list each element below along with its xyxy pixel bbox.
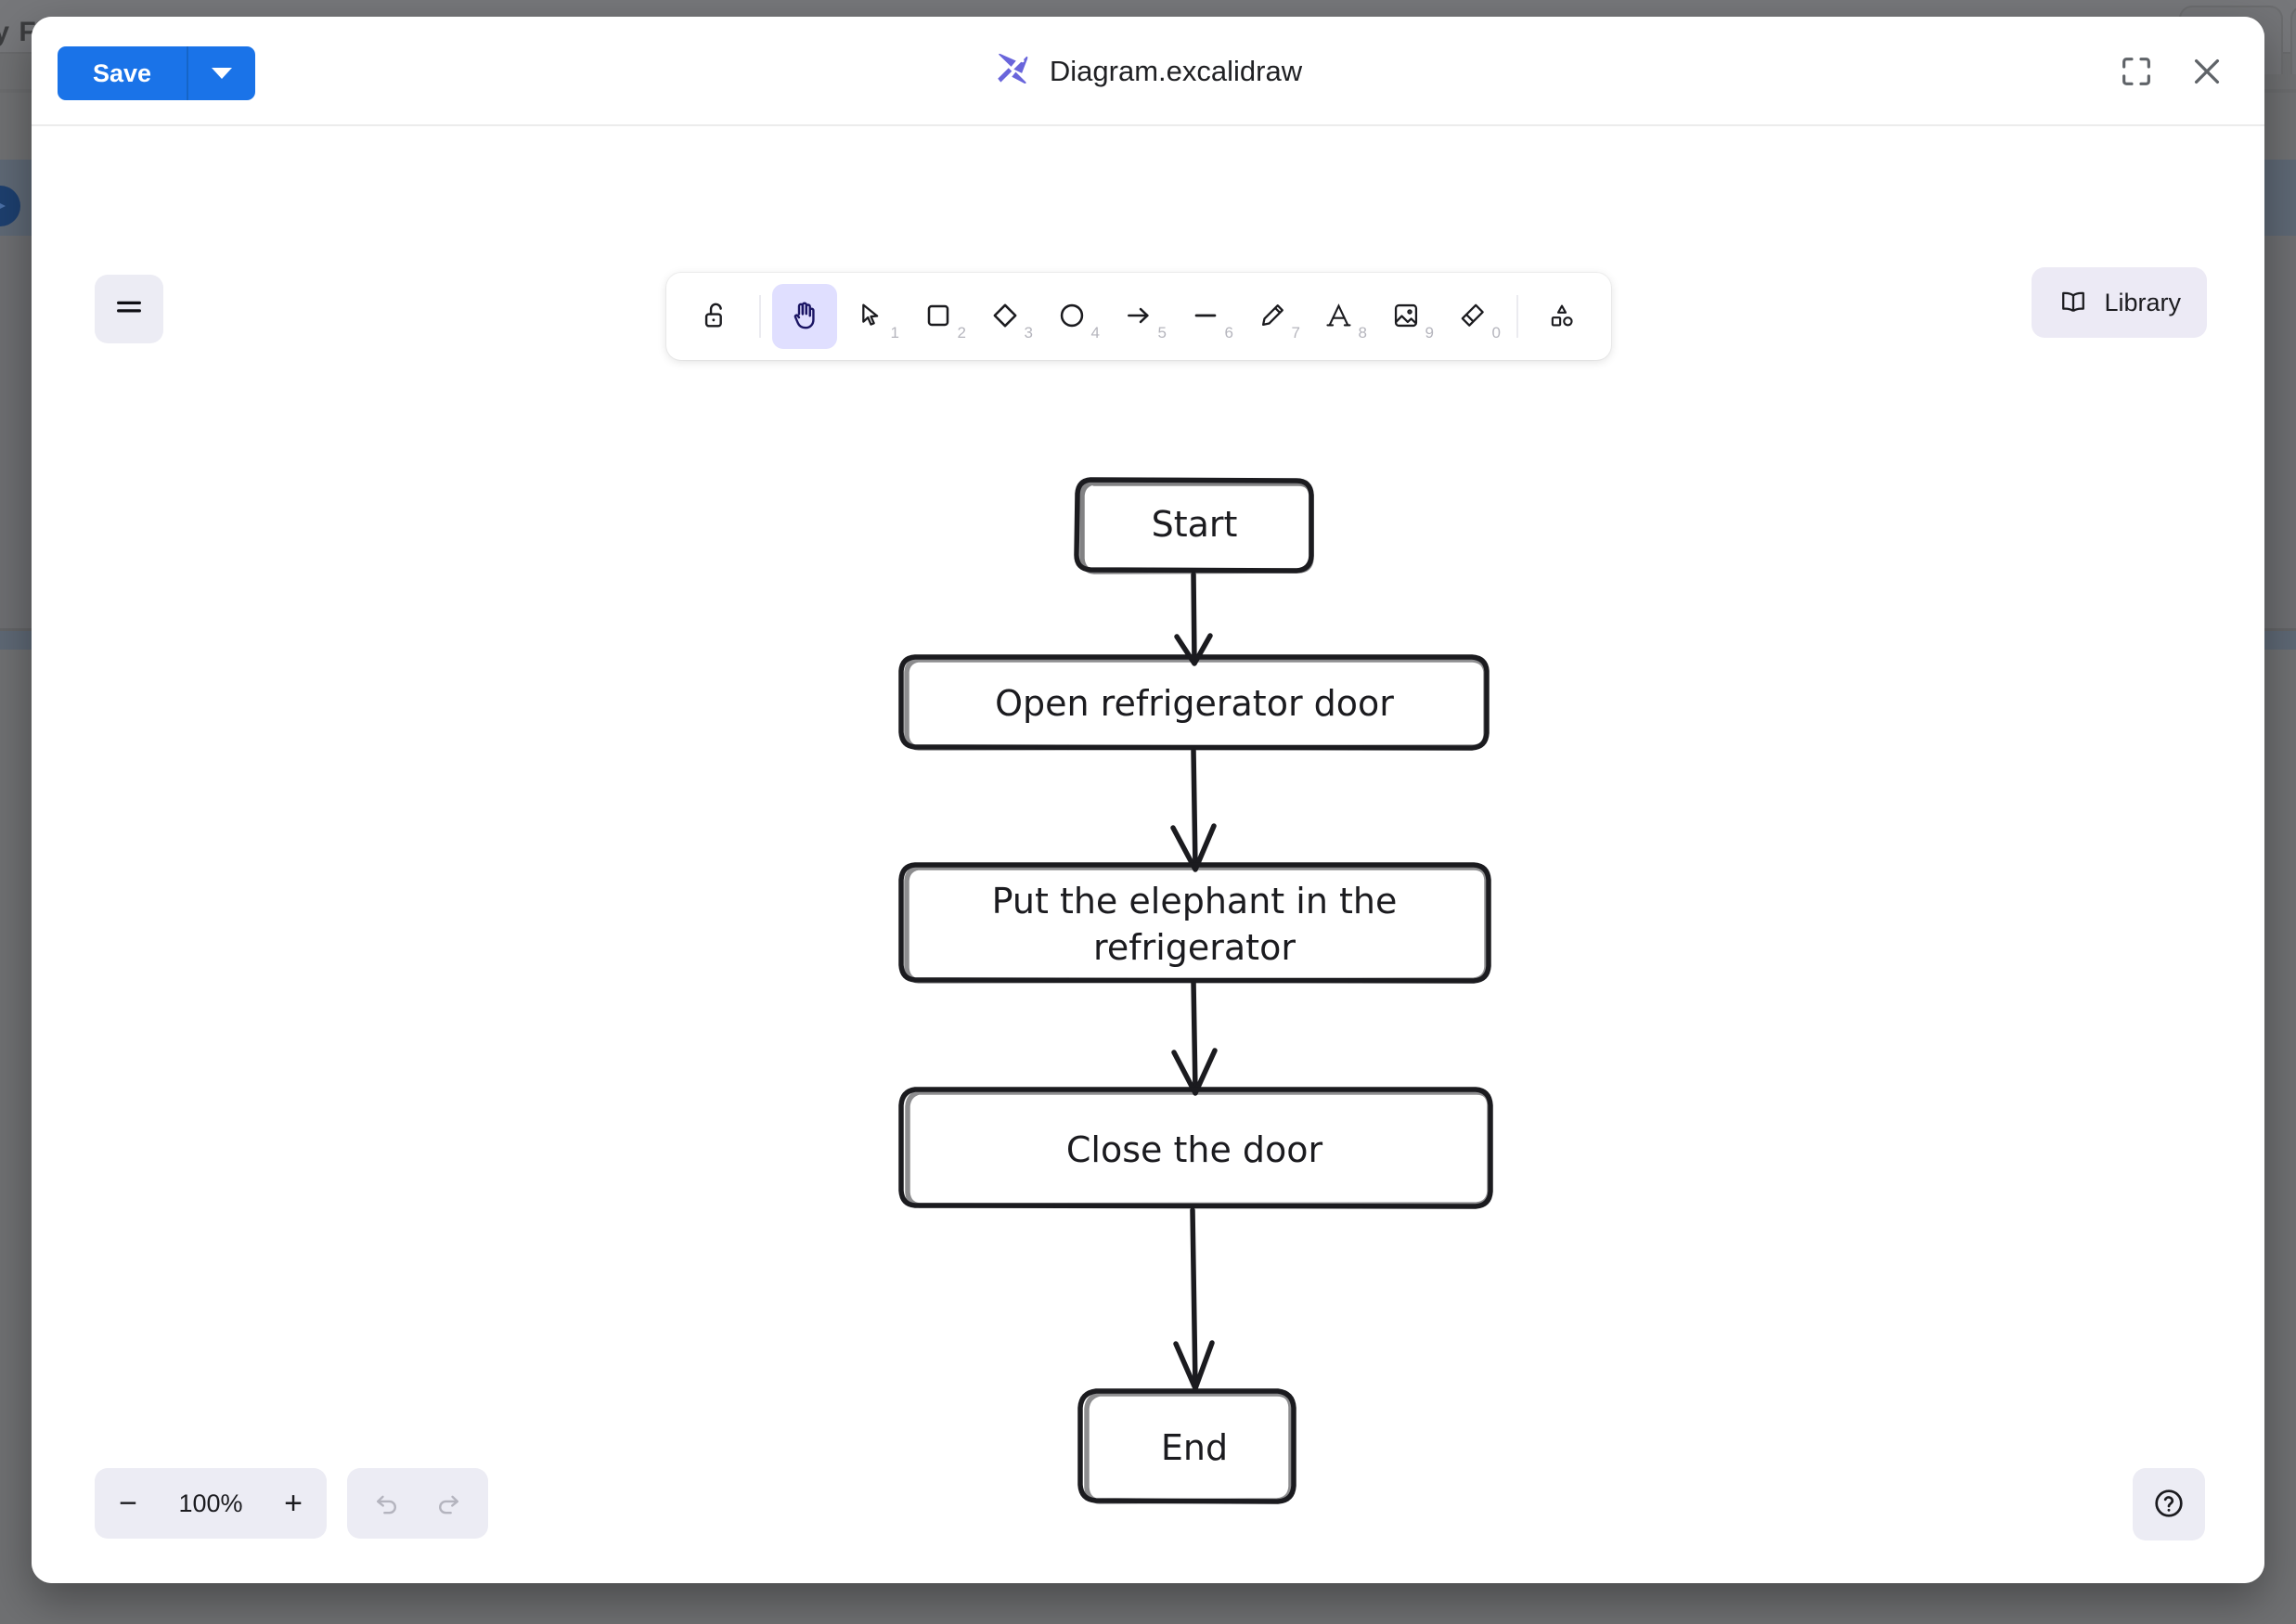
rectangle-tool[interactable]: 2 bbox=[906, 284, 971, 349]
flow-edge-4 bbox=[1173, 1207, 1215, 1391]
excalidraw-canvas[interactable]: 1 2 3 bbox=[32, 126, 2264, 1583]
tool-shortcut: 1 bbox=[890, 324, 899, 342]
background-partial-text: ly F bbox=[0, 17, 37, 47]
tool-shortcut: 6 bbox=[1224, 324, 1233, 342]
image-tool[interactable]: 9 bbox=[1374, 284, 1438, 349]
zoom-level-value[interactable]: 100% bbox=[178, 1489, 243, 1517]
save-divider bbox=[187, 46, 189, 100]
hamburger-menu-icon bbox=[113, 292, 145, 327]
zoom-in-button[interactable]: + bbox=[260, 1468, 327, 1539]
tool-island[interactable]: 1 2 3 bbox=[666, 273, 1611, 360]
zoom-control-group[interactable]: − 100% + bbox=[95, 1468, 327, 1539]
flow-edge-3 bbox=[1171, 979, 1218, 1096]
modal-header: Save Diagram.excalidraw bbox=[32, 17, 2264, 126]
save-button[interactable]: Save bbox=[58, 46, 187, 100]
letter-a-icon bbox=[1324, 301, 1354, 333]
tool-shortcut: 3 bbox=[1024, 324, 1033, 342]
diamond-icon bbox=[990, 301, 1020, 333]
tool-shortcut: 8 bbox=[1358, 324, 1367, 342]
hand-icon bbox=[788, 299, 821, 335]
close-button[interactable] bbox=[2181, 45, 2233, 97]
history-control-group[interactable] bbox=[347, 1468, 488, 1539]
undo-button[interactable] bbox=[356, 1468, 418, 1539]
fullscreen-button[interactable] bbox=[2110, 45, 2162, 97]
toolbar-separator bbox=[1516, 295, 1518, 338]
tool-shortcut: 5 bbox=[1157, 324, 1167, 342]
redo-arrow-icon bbox=[433, 1488, 463, 1520]
background-avatar bbox=[0, 186, 20, 226]
arrow-tool[interactable]: 5 bbox=[1106, 284, 1171, 349]
flow-node-label-line1: Put the elephant in the bbox=[992, 881, 1398, 922]
flow-node-label: End bbox=[1161, 1427, 1228, 1468]
draw-tool[interactable]: 7 bbox=[1240, 284, 1305, 349]
zoom-out-button[interactable]: − bbox=[95, 1468, 161, 1539]
tool-shortcut: 7 bbox=[1291, 324, 1300, 342]
diamond-tool[interactable]: 3 bbox=[973, 284, 1038, 349]
hand-tool[interactable] bbox=[772, 284, 837, 349]
library-button[interactable]: Library bbox=[2032, 267, 2207, 338]
save-button-group[interactable]: Save bbox=[58, 46, 256, 100]
flow-node-label-line2: refrigerator bbox=[1093, 927, 1296, 968]
flow-node-open-door[interactable] bbox=[898, 654, 1490, 751]
caret-down-icon bbox=[212, 68, 233, 79]
background-browser-tab bbox=[2290, 6, 2296, 74]
undo-arrow-icon bbox=[372, 1488, 402, 1520]
flow-node-close-door[interactable] bbox=[898, 1087, 1493, 1209]
text-tool[interactable]: 8 bbox=[1307, 284, 1372, 349]
lock-tool[interactable] bbox=[683, 284, 748, 349]
hamburger-menu-button[interactable] bbox=[95, 275, 163, 343]
excalidraw-logo-icon bbox=[994, 50, 1033, 94]
eraser-icon bbox=[1458, 301, 1488, 333]
save-dropdown-button[interactable] bbox=[188, 46, 256, 100]
arrow-right-icon bbox=[1124, 301, 1154, 333]
book-icon bbox=[2057, 286, 2089, 320]
circle-icon bbox=[1057, 301, 1087, 333]
eraser-tool[interactable]: 0 bbox=[1440, 284, 1505, 349]
pencil-icon bbox=[1258, 301, 1287, 333]
shapes-icon bbox=[1547, 301, 1577, 333]
tool-shortcut: 4 bbox=[1090, 324, 1100, 342]
flow-edge-1 bbox=[1174, 572, 1213, 666]
flow-node-start[interactable] bbox=[1074, 477, 1314, 574]
flow-node-end[interactable] bbox=[1077, 1388, 1296, 1504]
help-button[interactable] bbox=[2133, 1468, 2205, 1540]
flow-node-put-elephant[interactable] bbox=[898, 862, 1491, 984]
flow-node-label: Close the door bbox=[1066, 1129, 1323, 1170]
document-title-group: Diagram.excalidraw bbox=[32, 17, 2264, 126]
tool-shortcut: 2 bbox=[957, 324, 966, 342]
excalidraw-modal-window: Save Diagram.excalidraw bbox=[32, 17, 2264, 1583]
cursor-arrow-icon bbox=[857, 301, 886, 333]
square-icon bbox=[923, 301, 953, 333]
shapes-tool[interactable] bbox=[1529, 284, 1594, 349]
redo-button[interactable] bbox=[418, 1468, 479, 1539]
flow-node-label: Open refrigerator door bbox=[995, 683, 1394, 724]
unlocked-padlock-icon bbox=[700, 300, 731, 334]
flowchart-diagram[interactable]: Start Open refrigerator door Put the ele… bbox=[32, 126, 2264, 1583]
toolbar-separator bbox=[759, 295, 761, 338]
question-mark-circle-icon bbox=[2151, 1486, 2186, 1524]
flow-edge-2 bbox=[1170, 748, 1217, 872]
image-icon bbox=[1391, 301, 1421, 333]
tool-shortcut: 0 bbox=[1491, 324, 1501, 342]
line-tool[interactable]: 6 bbox=[1173, 284, 1238, 349]
page-title: Diagram.excalidraw bbox=[1049, 55, 1303, 87]
line-icon bbox=[1191, 301, 1220, 333]
ellipse-tool[interactable]: 4 bbox=[1039, 284, 1104, 349]
library-label: Library bbox=[2104, 288, 2181, 316]
tool-shortcut: 9 bbox=[1425, 324, 1434, 342]
selection-tool[interactable]: 1 bbox=[839, 284, 904, 349]
window-controls bbox=[2110, 17, 2233, 126]
flow-node-label: Start bbox=[1152, 504, 1238, 545]
